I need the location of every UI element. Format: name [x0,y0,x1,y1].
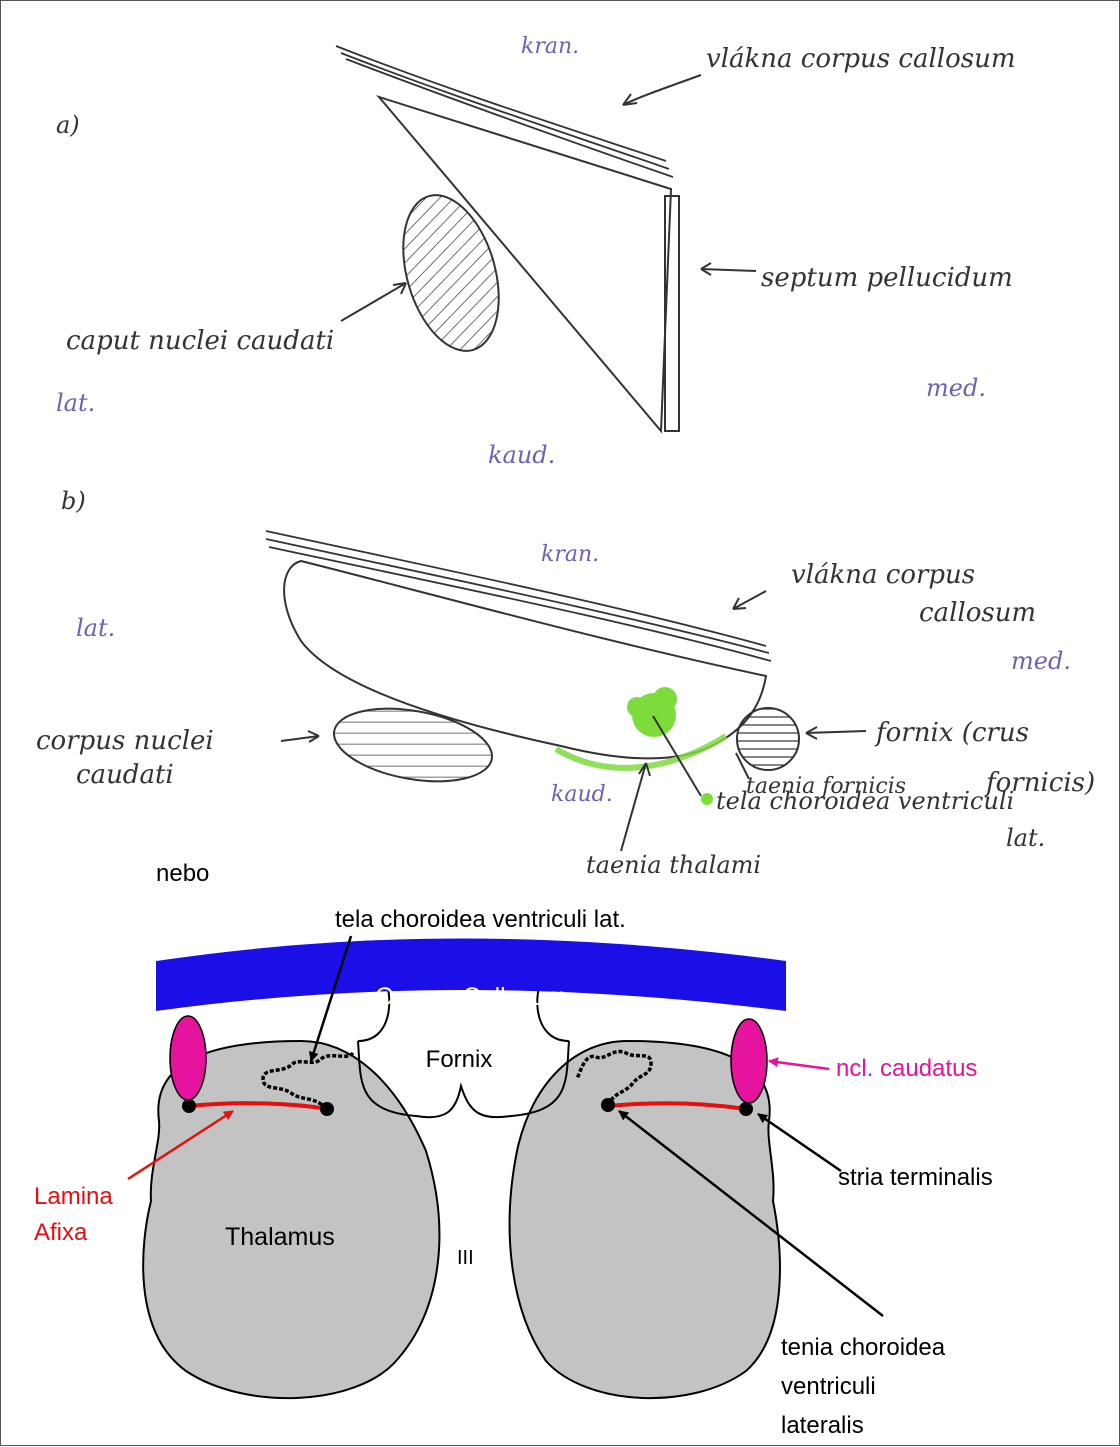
sketch-b: b) kran. vlákna corpus callosum lat. med… [36,487,1095,879]
left-stria-dot [182,1099,196,1113]
sketch-b-taenia-thalami-arrow [621,763,646,851]
left-caudate-nucleus [170,1016,206,1100]
left-tenia-dot [320,1102,334,1116]
third-ventricle-label: III [457,1247,474,1269]
sketch-a-caput-label: caput nuclei caudati [66,326,334,356]
sketch-b-kaud-label: kaud. [551,782,613,807]
sketch-b-med-label: med. [1011,647,1071,675]
coronal-diagram: nebo tela choroidea ventriculi lat. Corp… [34,860,993,1439]
corpus-callosum-label: Corpus Callosum [375,983,567,1011]
fornix-label: Fornix [426,1046,493,1073]
caudatus-label: ncl. caudatus [836,1055,977,1082]
sketch-b-fibers-label-2: callosum [919,598,1036,628]
sketch-a-septum-arrow [701,269,756,271]
sketch-b-corpus-label-1: corpus nuclei [36,726,214,756]
sketch-b-corpus-label-2: caudati [76,760,174,790]
sketch-a-fibers-label: vlákna corpus callosum [706,44,1016,74]
corpus-callosum-fiber-line-b [266,531,766,646]
lamina-label-1: Lamina [34,1183,113,1210]
tenia-choroidea-label-2: ventriculi [781,1373,876,1400]
sketch-b-kran-label: kran. [541,542,599,567]
tela-marker-dot [701,793,713,805]
sketch-a-septum-label: septum pellucidum [761,263,1013,293]
fornix-crus-shape [737,708,799,770]
nebo-label: nebo [156,860,209,887]
sketch-b-letter: b) [61,487,86,515]
tela-choroidea-label: tela choroidea ventriculi lat. [335,906,626,933]
septum-pellucidum-shape [665,196,679,431]
caput-nuclei-caudati-shape [387,184,516,362]
sketch-a-med-label: med. [926,374,986,402]
sketch-a: a) kran. vlákna corpus callosum septum p… [56,34,1016,469]
sketch-a-caput-arrow [341,283,406,321]
sketch-a-lat-label: lat. [56,389,95,417]
thalamus-label: Thalamus [225,1223,335,1251]
sketch-a-kaud-label: kaud. [488,441,555,469]
sketch-a-kran-label: kran. [521,34,579,59]
right-tenia-dot [601,1098,615,1112]
corpus-nuclei-caudati-shape [328,698,497,793]
sketch-b-lat-label: lat. [76,614,115,642]
sketch-b-fornix-arrow [806,731,866,733]
sketch-a-fibers-arrow [623,75,701,105]
right-stria-dot [739,1102,753,1116]
tela-choroidea-highlight [556,736,726,768]
lamina-label-2: Afixa [34,1219,88,1246]
right-caudate-nucleus [731,1019,767,1103]
sketch-b-taenia-thalami-label: taenia thalami [586,851,761,879]
sketch-b-tela-label-2: lat. [1006,824,1045,852]
caudatus-arrow [769,1061,829,1069]
sketch-b-fibers-label-1: vlákna corpus [791,560,975,590]
tenia-choroidea-label-1: tenia choroidea [781,1334,946,1361]
sketch-b-tela-label-1: tela choroidea ventriculi [716,787,1014,815]
sketch-b-fornix-label-1: fornix (crus [874,718,1029,748]
tenia-choroidea-label-3: lateralis [781,1412,864,1439]
sketch-a-letter: a) [56,111,80,139]
stria-terminalis-label: stria terminalis [838,1164,993,1191]
